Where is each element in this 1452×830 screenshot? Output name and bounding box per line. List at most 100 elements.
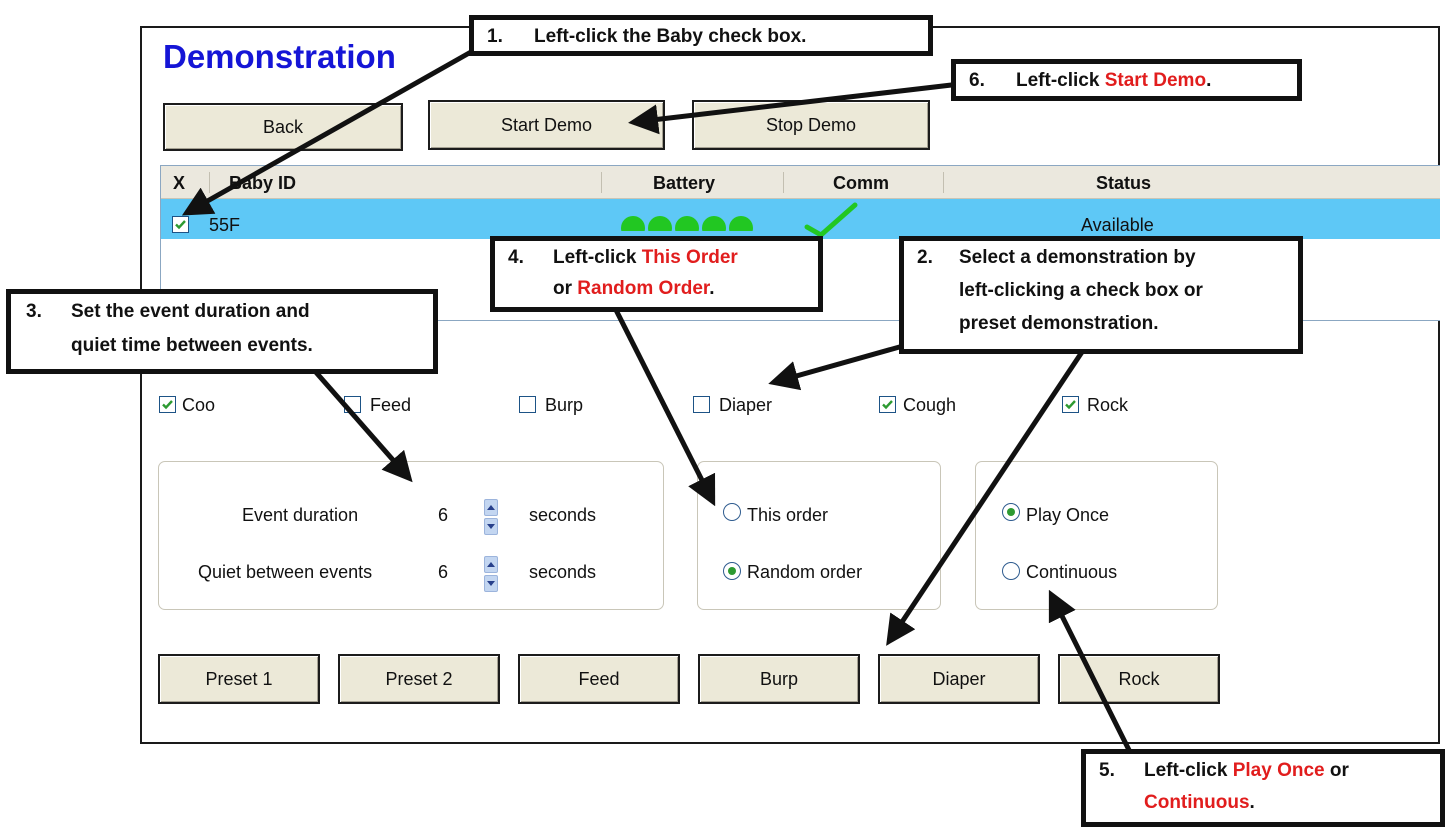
callout-line: quiet time between events. [71,335,313,356]
table-row[interactable]: 55F Available [161,199,1440,239]
callout-highlight: Random Order [577,278,710,299]
spin-up-icon[interactable] [484,556,498,573]
column-separator [209,172,210,193]
callout-number: 5. [1099,760,1115,781]
continuous-radio[interactable] [1002,562,1020,580]
callout-text-part: Left-click [1016,70,1105,91]
callout-number: 3. [26,301,42,322]
callout-text-part: . [709,278,715,299]
callout-number: 2. [917,247,933,268]
callout-line: Set the event duration and [71,301,310,322]
callout-line: Left-click This Order [553,247,738,269]
callout-line: or Random Order. [553,278,715,300]
burp-button[interactable]: Burp [698,654,860,704]
diaper-label: Diaper [719,395,773,415]
window-title: Demonstration [163,38,396,75]
event-duration-value[interactable]: 6 [438,505,449,525]
random-order-label: Random order [747,562,863,582]
arrow-2b [886,350,1085,646]
column-header-status[interactable]: Status [1096,173,1152,193]
play-once-radio[interactable] [1002,503,1020,521]
callout-4: 4. Left-click This Order or Random Order… [490,236,823,312]
checkmark-icon [1065,400,1076,410]
burp-checkbox[interactable] [519,396,536,413]
column-separator [943,172,944,193]
callout-text: Left-click the Baby check box. [534,26,807,47]
callout-text-part: . [1206,70,1212,91]
coo-label: Coo [182,395,216,415]
callout-text-part: . [1249,792,1255,813]
callout-line: Continuous. [1144,792,1255,814]
column-header-battery[interactable]: Battery [653,173,716,193]
start-demo-button[interactable]: Start Demo [428,100,665,150]
baby-select-checkbox[interactable] [172,216,189,233]
checkmark-icon [162,400,173,410]
callout-line: preset demonstration. [959,313,1159,334]
arrow-6 [628,81,961,135]
callout-2: 2. Select a demonstration by left-clicki… [899,236,1303,354]
this-order-label: This order [747,505,829,525]
column-separator [601,172,602,193]
arrow-5 [1048,589,1133,754]
radio-selected-dot [1007,508,1015,516]
quiet-between-label: Quiet between events [198,562,373,582]
battery-dot [648,216,672,231]
rock-label: Rock [1087,395,1129,415]
callout-highlight: Play Once [1232,760,1325,781]
column-separator [783,172,784,193]
arrow-1 [181,45,480,216]
callout-number: 6. [969,70,985,91]
event-duration-spin-icon[interactable] [484,499,498,535]
arrow-2a [768,343,904,391]
spin-down-icon[interactable] [484,518,498,535]
callout-3: 3. Set the event duration and quiet time… [6,289,438,374]
callout-text-part: Left-click [553,247,642,268]
quiet-between-value[interactable]: 6 [438,562,449,582]
comm-checkmark-icon [804,202,858,239]
callout-6: 6. Left-click Start Demo. [951,59,1302,101]
battery-dot [729,216,753,231]
timing-group [158,461,664,610]
battery-dot [702,216,726,231]
diaper-checkbox[interactable] [693,396,710,413]
callout-text-part: Left-click [1144,760,1233,781]
coo-checkbox[interactable] [159,396,176,413]
quiet-between-spin-icon[interactable] [484,556,498,592]
continuous-label: Continuous [1026,562,1118,582]
rock-checkbox[interactable] [1062,396,1079,413]
play-once-label: Play Once [1026,505,1110,525]
radio-selected-dot [728,567,736,575]
spin-down-icon[interactable] [484,575,498,592]
preset-2-button[interactable]: Preset 2 [338,654,500,704]
burp-label: Burp [545,395,584,415]
quiet-between-unit: seconds [529,562,597,582]
back-button[interactable]: Back [163,103,403,151]
callout-highlight: Continuous [1144,792,1250,813]
feed-button[interactable]: Feed [518,654,680,704]
checkmark-icon [882,400,893,410]
callout-text: Left-click Start Demo. [1016,70,1211,92]
diaper-button[interactable]: Diaper [878,654,1040,704]
this-order-radio[interactable] [723,503,741,521]
callout-number: 4. [508,247,524,268]
column-header-comm[interactable]: Comm [833,173,890,193]
callout-line: Left-click Play Once or [1144,760,1349,782]
feed-label: Feed [370,395,412,415]
event-duration-label: Event duration [242,505,359,525]
baby-id-cell: 55F [209,215,241,235]
order-group [697,461,941,610]
cough-checkbox[interactable] [879,396,896,413]
callout-5: 5. Left-click Play Once or Continuous. [1081,749,1445,827]
event-duration-unit: seconds [529,505,597,525]
battery-dot [621,216,645,231]
callout-number: 1. [487,26,503,47]
callout-highlight: Start Demo [1104,70,1207,91]
battery-dots-icon [621,215,761,231]
random-order-radio[interactable] [723,562,741,580]
arrow-4 [613,308,716,507]
callout-text-part: or [553,278,578,299]
callout-line: left-clicking a check box or [959,280,1203,301]
spin-up-icon[interactable] [484,499,498,516]
preset-1-button[interactable]: Preset 1 [158,654,320,704]
